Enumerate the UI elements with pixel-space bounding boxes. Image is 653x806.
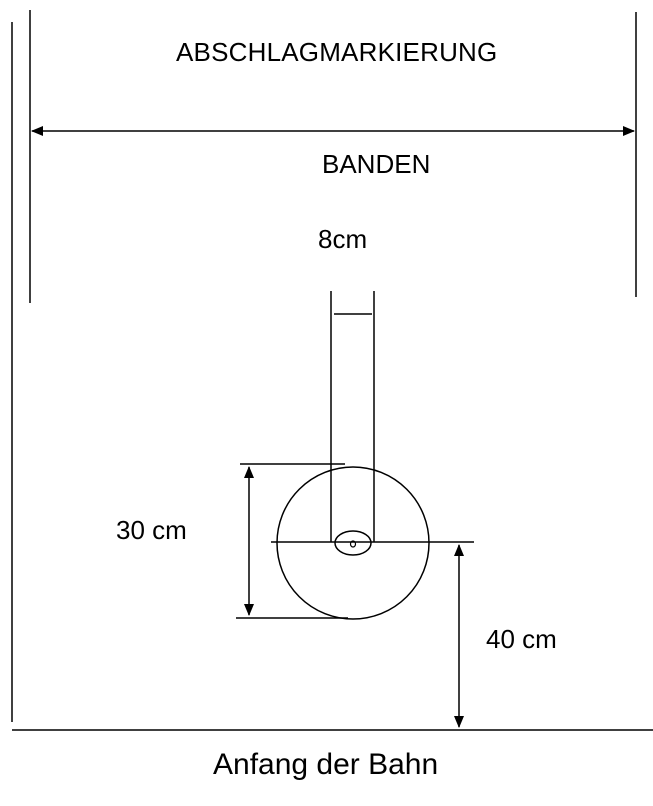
channel-width-label: 8cm <box>318 224 368 254</box>
tee-circle <box>276 466 430 620</box>
tee-dot <box>349 540 357 548</box>
lane-start-label: Anfang der Bahn <box>213 748 439 781</box>
tee-oval <box>334 530 372 556</box>
dim40-label: 40 cm <box>486 624 557 654</box>
dim30-label: 30 cm <box>116 515 187 545</box>
title-label: ABSCHLAGMARKIERUNG <box>176 37 498 67</box>
banden-label: BANDEN <box>322 149 431 179</box>
